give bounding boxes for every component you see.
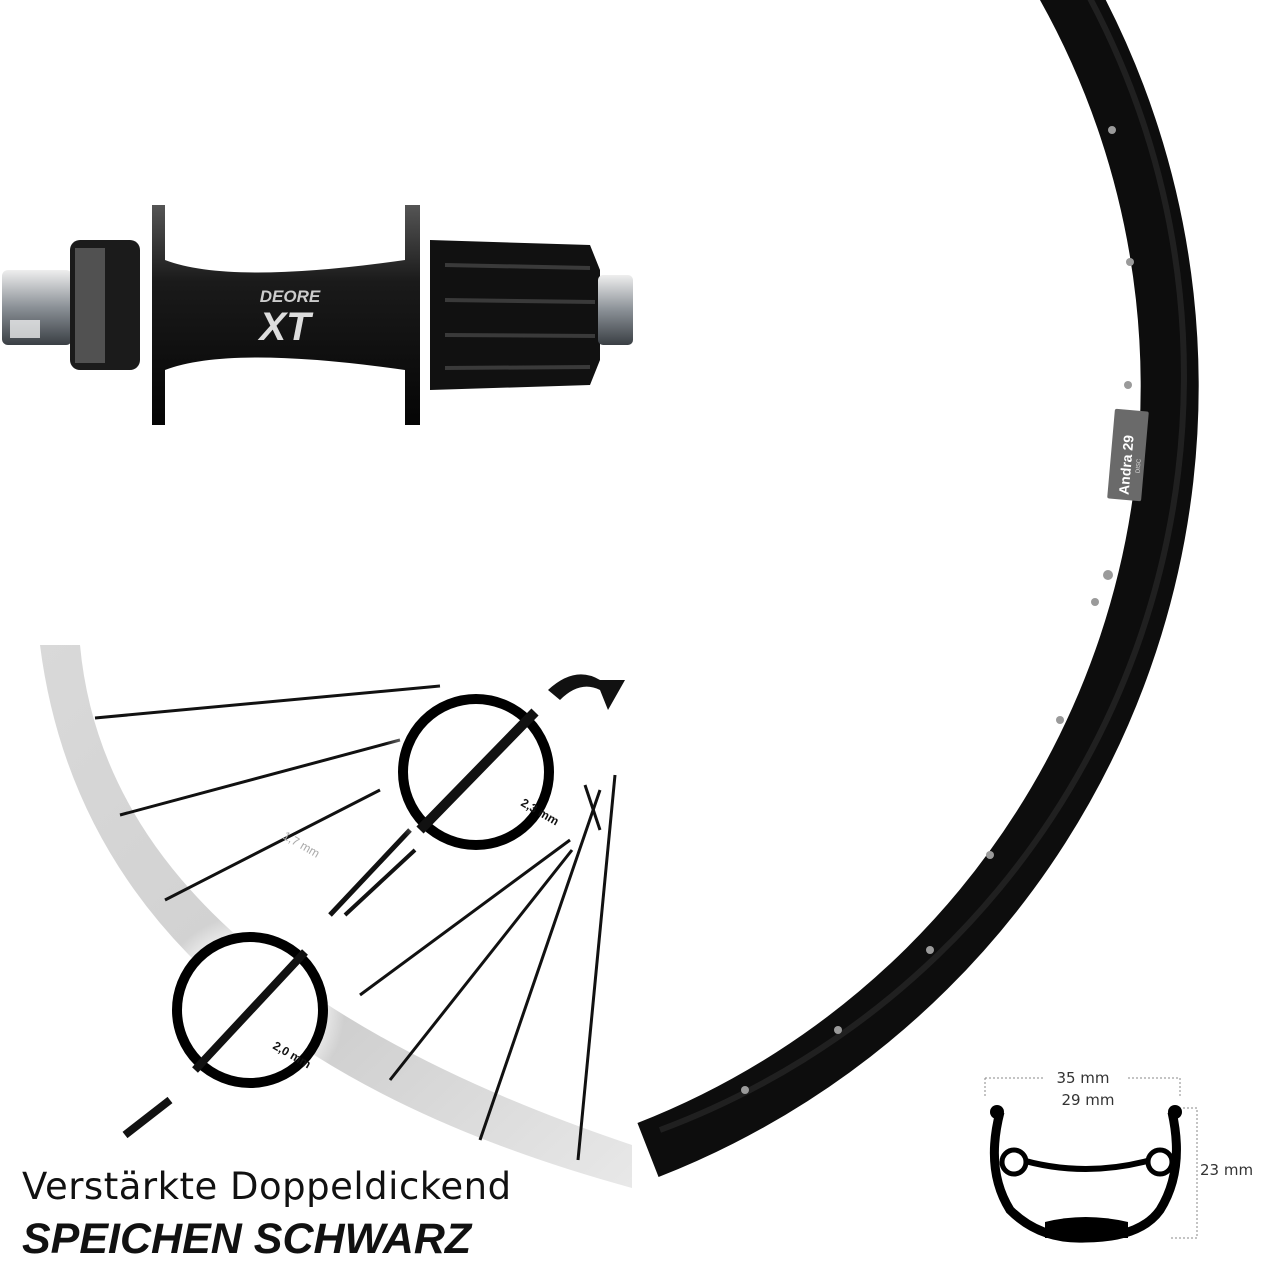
hub-brand-line1: DEORE — [260, 287, 321, 306]
spoke-holes — [741, 126, 1134, 1094]
rim: Andra 29 DISC — [637, 0, 1199, 1178]
rim-sticker: Andra 29 DISC — [1107, 408, 1149, 502]
caption-line1: Verstärkte Doppeldickend — [22, 1165, 512, 1208]
profile-inner-width: 29 mm — [1061, 1091, 1114, 1109]
spokes — [94, 684, 617, 1161]
hub-brand-line2: XT — [257, 305, 314, 349]
profile-height: 23 mm — [1200, 1161, 1253, 1179]
spoke-diagram: 2,3 mm 1,7 mm 2,0 mm — [40, 645, 632, 1188]
sticker-sub: DISC — [1135, 458, 1142, 473]
caption-line2: SPEICHEN SCHWARZ — [22, 1215, 472, 1263]
rim-profile: 35 mm 29 mm 23 mm — [984, 1069, 1253, 1243]
hub: DEORE XT — [2, 205, 633, 425]
profile-outer-width: 35 mm — [1056, 1069, 1109, 1087]
sticker-model: Andra 29 — [1116, 434, 1137, 495]
label-spoke-1-7mm: 1,7 mm — [281, 828, 323, 860]
